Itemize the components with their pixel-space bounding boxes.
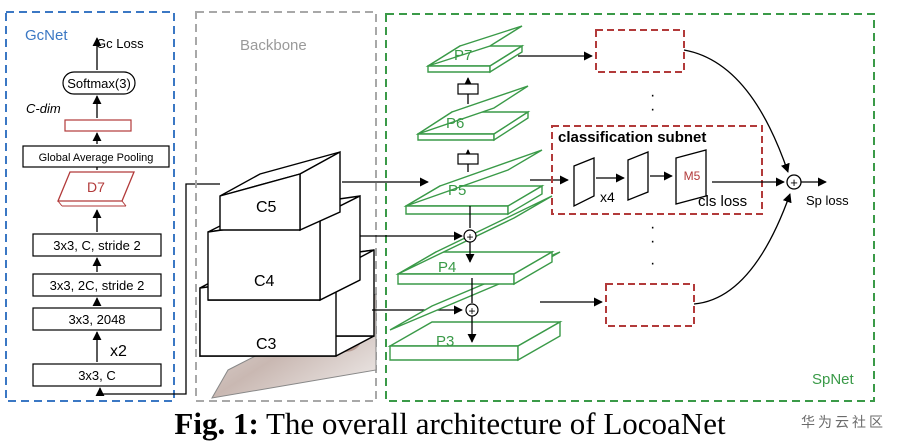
spnet-panel: [385, 13, 875, 402]
c5-label: C5: [256, 199, 277, 216]
conv4-label: 3x3, C: [78, 368, 116, 383]
spnet-title: SpNet: [812, 371, 855, 388]
p6-label: P6: [446, 115, 464, 132]
c3-label: C3: [256, 336, 277, 353]
c5-layer: C5: [219, 150, 341, 232]
softmax-label: Softmax(3): [67, 76, 131, 91]
svg-text:·: ·: [650, 255, 655, 272]
p4-label: P4: [438, 259, 456, 276]
repeat-x2-label: x2: [110, 343, 127, 360]
caption-text: The overall architecture of LocoaNet: [258, 406, 726, 441]
classification-subnet-box: [551, 125, 763, 215]
subnet-conv-1: [573, 157, 595, 208]
gc-loss-label: Gc Loss: [96, 36, 144, 51]
m5-label: M5: [684, 169, 701, 183]
svg-text:·: ·: [650, 101, 655, 118]
classification-subnet-label: classification subnet: [558, 129, 706, 146]
conv1-node: [32, 233, 162, 257]
conv4-node: [32, 363, 162, 387]
figure-caption: Fig. 1: The overall architecture of Loco…: [0, 406, 900, 442]
softmax-node: [62, 71, 136, 95]
caption-label: Fig. 1:: [174, 406, 259, 441]
p5-layer: P5: [403, 149, 545, 216]
p4-merge-plus: +: [466, 230, 473, 244]
conv3-label: 3x3, 2048: [68, 312, 125, 327]
c5-to-gcnet-connector: [95, 183, 220, 397]
d7-label: D7: [87, 179, 105, 195]
backbone-panel: [195, 11, 377, 402]
conv1-label: 3x3, C, stride 2: [53, 238, 140, 253]
p6-p7-conv: [457, 83, 479, 95]
cdim-label: C-dim: [26, 101, 61, 116]
p3-head-box: [605, 283, 695, 327]
gcnet-title: GcNet: [25, 27, 68, 44]
p7-head-box: [595, 29, 685, 73]
p7-label: P7: [454, 47, 472, 64]
svg-text:·: ·: [650, 233, 655, 250]
svg-text:·: ·: [650, 87, 655, 104]
watermark: 华为云社区: [801, 415, 886, 431]
gcnet-panel: [5, 11, 175, 402]
gap-node: [22, 145, 170, 168]
p5-label: P5: [448, 182, 466, 199]
p6-layer: P6: [415, 85, 531, 142]
conv3-node: [32, 307, 162, 331]
p5-p6-conv: [457, 153, 479, 165]
gap-label: Global Average Pooling: [39, 152, 154, 164]
p7-layer: P7: [425, 25, 525, 74]
sum-plus: +: [790, 175, 798, 190]
cls-loss-label: cls loss: [698, 193, 747, 210]
p3-merge-plus: +: [468, 304, 475, 318]
diagram-canvas: GcNet Gc Loss Softmax(3) C-dim Global Av…: [5, 11, 875, 402]
m5-block: [675, 149, 707, 205]
p3-head-to-sum-arrow: [693, 193, 792, 305]
c4-label: C4: [254, 273, 275, 290]
backbone-title: Backbone: [240, 37, 307, 54]
svg-text:·: ·: [650, 219, 655, 236]
conv2-label: 3x3, 2C, stride 2: [50, 278, 145, 293]
p3-label: P3: [436, 333, 454, 350]
cdim-vector: [64, 119, 132, 132]
subnet-conv-2: [627, 151, 649, 201]
subnet-repeat-label: x4: [600, 189, 615, 205]
conv2-node: [32, 273, 162, 297]
p7-head-to-sum-arrow: [683, 49, 790, 173]
sp-loss-label: Sp loss: [806, 193, 849, 208]
